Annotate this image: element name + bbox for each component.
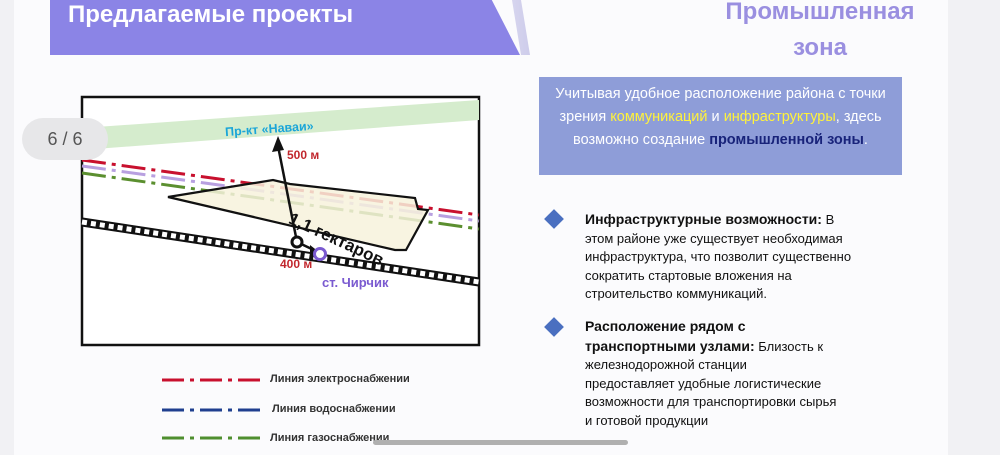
- legend-power-label: Линия электроснабжении: [270, 373, 410, 385]
- distance-400-label: 400 м: [280, 257, 313, 271]
- infrastructure-line2: этом районе уже существует необходимая: [585, 230, 843, 246]
- station-label: ст. Чирчик: [322, 275, 389, 290]
- home-indicator[interactable]: [373, 440, 628, 445]
- viewer-left-margin: [0, 0, 14, 455]
- transport-line3: предоставляет удобные логистические: [585, 375, 822, 391]
- infrastructure-line4: сократить стартовые вложения на: [585, 267, 792, 283]
- infrastructure-line1: В: [821, 212, 835, 227]
- transport-line5: и готовой продукции: [585, 412, 709, 428]
- station-point: [313, 247, 327, 261]
- info-highlight-industrial-zone: промышленной зоны: [709, 132, 864, 148]
- transport-line4: возможности для транспортировки сырья: [585, 394, 837, 409]
- arrow-500-head: [272, 136, 284, 152]
- distance-500-label: 500 м: [287, 148, 320, 162]
- infrastructure-line3: инфраструктура, что позволит существенно: [585, 249, 852, 264]
- transport-line2: железнодорожной станции: [585, 357, 747, 372]
- infrastructure-title: Инфраструктурные возможности:: [585, 211, 822, 227]
- road-band: [82, 100, 479, 150]
- page-indicator: 6 / 6: [22, 118, 108, 160]
- info-text-part1: Учитывая удобное расположение района с т…: [555, 86, 886, 125]
- title-banner: [50, 0, 520, 55]
- zone-title: Промышленная зона: [725, 0, 915, 61]
- info-highlight-communications: коммуникаций: [610, 109, 708, 125]
- arrow-500: [276, 145, 299, 243]
- site-point: [290, 235, 304, 249]
- transport-title-line2: транспортными узлами:: [585, 337, 755, 354]
- legend-gas-label: Линия газоснабжении: [270, 432, 390, 444]
- transport-line1: Близость к: [754, 338, 824, 354]
- info-box: Учитывая удобное расположение района с т…: [539, 77, 902, 175]
- page-title: Предлагаемые проекты: [68, 1, 354, 28]
- info-text-part2: и: [707, 109, 724, 125]
- site-area: [167, 178, 430, 252]
- info-text-part4: .: [863, 132, 868, 148]
- info-highlight-infrastructure: инфраструктуры: [723, 109, 836, 125]
- transport-item: Расположение рядом с транспортными узлам…: [585, 317, 885, 430]
- legend-water-label: Линия водоснабжении: [272, 403, 396, 415]
- railway-ties: [81, 219, 480, 285]
- info-text-part3: , здесь возможно создание: [573, 109, 882, 148]
- infrastructure-line5: строительство коммуникаций.: [585, 286, 768, 301]
- viewer-right-margin: [948, 0, 1000, 455]
- infrastructure-item: Инфраструктурные возможности: В этом рай…: [585, 210, 885, 304]
- transport-title-line1: Расположение рядом с: [585, 318, 746, 334]
